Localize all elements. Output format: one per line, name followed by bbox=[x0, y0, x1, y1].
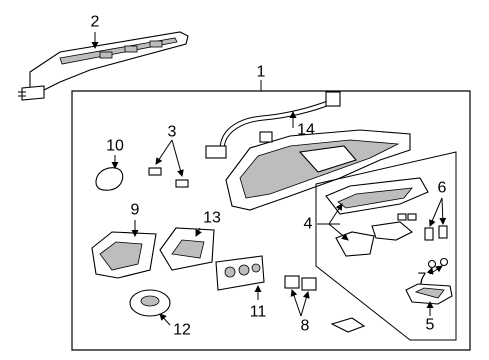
screw-parts bbox=[427, 257, 449, 269]
callout-1: 1 bbox=[257, 64, 266, 81]
callout-8: 8 bbox=[301, 318, 310, 335]
callout-9: 9 bbox=[131, 202, 140, 219]
console-part bbox=[325, 177, 429, 257]
bezel-part bbox=[129, 289, 171, 317]
callout-14: 14 bbox=[297, 122, 315, 139]
callout-12: 12 bbox=[173, 322, 191, 339]
lens-part bbox=[95, 167, 124, 191]
callout-11: 11 bbox=[250, 304, 267, 321]
bulb-6-parts bbox=[424, 225, 448, 241]
clip-part bbox=[330, 317, 366, 333]
switch-part bbox=[215, 255, 265, 291]
socket-parts bbox=[284, 275, 317, 291]
callout-13: 13 bbox=[203, 210, 221, 227]
callout-3: 3 bbox=[168, 124, 177, 141]
wire-harness-part bbox=[205, 91, 341, 159]
callout-6: 6 bbox=[438, 180, 447, 197]
sub-assembly-frame bbox=[315, 151, 457, 341]
leader-lines bbox=[91, 32, 447, 326]
header-panel-part bbox=[18, 31, 189, 101]
callout-10: 10 bbox=[106, 138, 124, 155]
reading-lamp-part bbox=[159, 227, 215, 271]
bulb-parts bbox=[148, 167, 189, 188]
callout-5: 5 bbox=[426, 317, 435, 334]
console-housing-part bbox=[225, 129, 411, 211]
callout-4: 4 bbox=[304, 216, 313, 233]
cover-part bbox=[405, 283, 453, 305]
callout-7: 7 bbox=[418, 271, 427, 288]
lamp-housing-part bbox=[91, 231, 157, 279]
callout-2: 2 bbox=[91, 14, 100, 31]
